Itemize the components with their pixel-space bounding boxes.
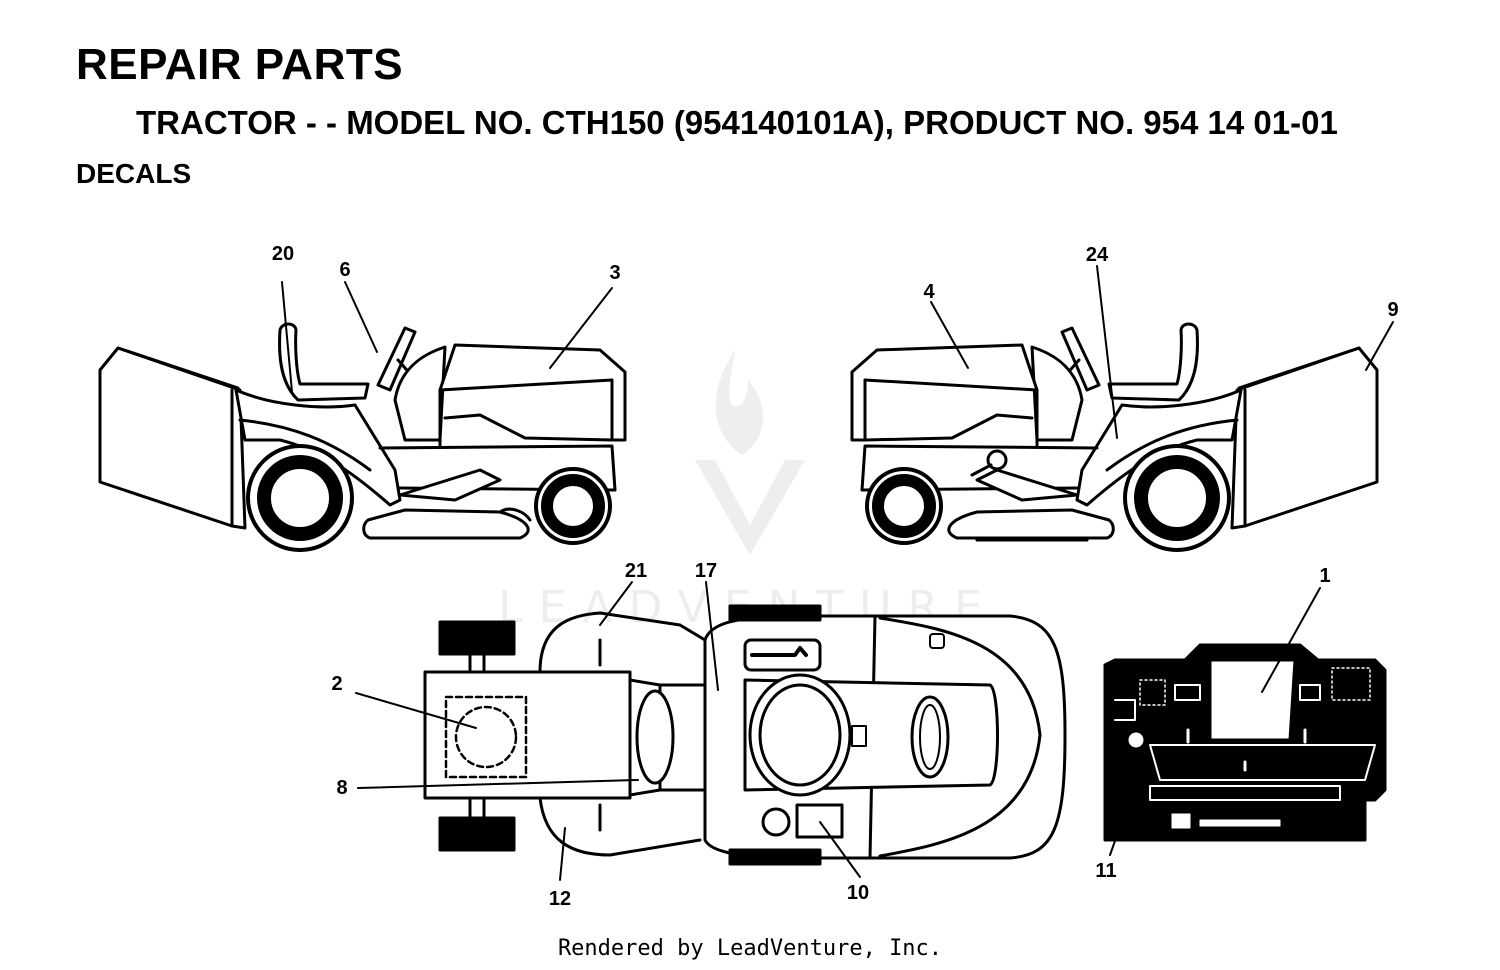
leader-lines (281, 265, 1394, 881)
callout-21: 21 (625, 560, 647, 582)
callout-4: 4 (923, 281, 935, 303)
callout-12: 12 (549, 888, 571, 910)
callout-labels: 20 6 3 4 24 9 21 17 1 2 8 12 10 11 (272, 243, 1399, 910)
callout-24: 24 (1086, 244, 1109, 266)
model-subtitle: TRACTOR - - MODEL NO. CTH150 (954140101A… (136, 104, 1338, 141)
callout-8: 8 (336, 777, 347, 799)
tractor-top-view (423, 604, 1067, 866)
tractor-right-side-view (850, 322, 1379, 552)
dash-panel (1103, 643, 1387, 842)
callout-1: 1 (1319, 565, 1330, 587)
footer-credit: Rendered by LeadVenture, Inc. (557, 936, 943, 961)
callout-11: 11 (1095, 860, 1116, 882)
callout-17: 17 (695, 560, 717, 582)
callout-10: 10 (847, 882, 869, 904)
page-title: REPAIR PARTS (76, 40, 404, 89)
tractor-left-side-view (98, 322, 627, 552)
callout-2: 2 (331, 673, 342, 695)
callout-20: 20 (272, 243, 294, 265)
section-heading: DECALS (76, 158, 192, 189)
callout-6: 6 (339, 259, 350, 281)
callout-9: 9 (1387, 299, 1398, 321)
callout-3: 3 (609, 262, 620, 284)
